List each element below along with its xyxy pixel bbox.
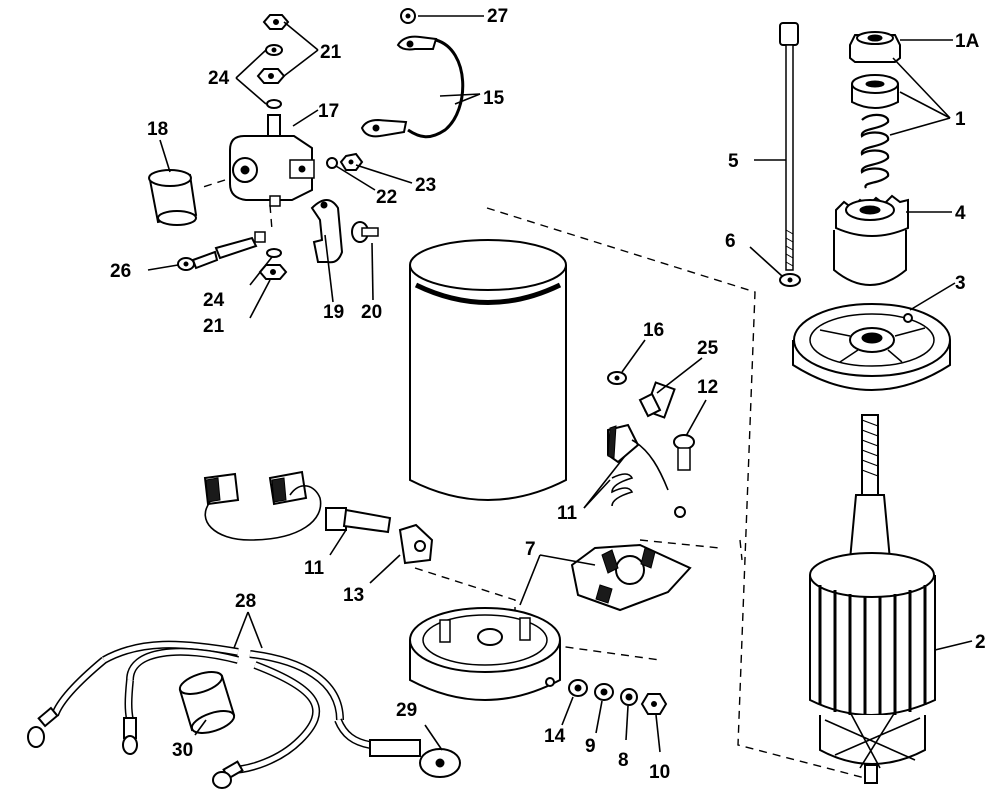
callout-1: 1 [955, 109, 966, 130]
callout-30: 30 [172, 740, 193, 761]
part-nuts-washers-bottom [258, 248, 288, 280]
callout-29: 29 [396, 700, 417, 721]
callout-11-right: 11 [557, 503, 578, 524]
part-screw-12 [673, 434, 695, 471]
part-field-frame-housing [409, 239, 567, 501]
callout-20: 20 [361, 302, 382, 323]
part-washer-16 [607, 371, 627, 385]
callout-19: 19 [323, 302, 344, 323]
part-washer-8 [620, 688, 638, 706]
part-screw-20 [351, 221, 379, 243]
guide-line-brushplate [639, 539, 721, 549]
assembly-guide-lines [199, 179, 866, 779]
part-star-washer [400, 8, 416, 24]
callout-2: 2 [975, 632, 986, 653]
leader-lines [147, 15, 973, 753]
callout-28: 28 [235, 591, 256, 612]
callout-15: 15 [483, 88, 505, 109]
part-brush-spring-right [607, 423, 686, 518]
callout-13: 13 [343, 585, 364, 606]
part-armature [809, 414, 936, 784]
callout-23: 23 [415, 175, 436, 196]
guide-line-short [739, 539, 743, 561]
callout-22: 22 [376, 187, 397, 208]
part-pinion-gear [833, 194, 909, 286]
callout-7: 7 [525, 539, 536, 560]
callout-6: 6 [725, 231, 736, 252]
callout-11-left: 11 [304, 558, 325, 579]
callout-27: 27 [487, 6, 508, 27]
callout-5: 5 [728, 151, 739, 172]
callout-17: 17 [318, 101, 339, 122]
part-end-cap [409, 607, 561, 701]
part-battery-cables [27, 640, 344, 789]
part-spacer [851, 74, 899, 109]
callout-21-bottom: 21 [203, 316, 225, 337]
callout-14: 14 [544, 726, 566, 747]
part-clip [398, 523, 434, 565]
callout-18: 18 [147, 119, 168, 140]
part-brushes-left [203, 470, 392, 541]
part-pinion-nut [849, 31, 901, 63]
part-washer-6 [779, 273, 801, 287]
part-sleeve [178, 671, 236, 734]
guide-line-solenoid [199, 179, 226, 189]
part-terminal-wire [177, 231, 266, 271]
callout-16: 16 [643, 320, 664, 341]
part-brush-plate [570, 543, 692, 612]
part-nut-10 [640, 693, 668, 715]
part-washer-nut-23 [326, 152, 364, 171]
part-through-bolt [779, 22, 799, 271]
part-spring [860, 113, 890, 189]
callout-25: 25 [697, 338, 719, 359]
callout-21-top: 21 [320, 42, 342, 63]
callout-4: 4 [955, 203, 966, 224]
callout-26: 26 [110, 261, 131, 282]
callout-24-bottom: 24 [203, 290, 225, 311]
callout-9: 9 [585, 736, 596, 757]
callout-8: 8 [618, 750, 629, 771]
part-drive-end-frame [792, 303, 951, 391]
part-washer-14 [568, 679, 588, 697]
callout-10: 10 [649, 762, 670, 783]
part-bracket [310, 199, 344, 264]
callout-labels: 27 15 21 24 17 18 22 23 19 20 26 24 21 1… [110, 6, 986, 783]
callout-3: 3 [955, 273, 966, 294]
callout-12: 12 [697, 377, 718, 398]
callout-24-top: 24 [208, 68, 230, 89]
part-washer-9 [594, 683, 614, 701]
guide-line-solenoid-stud [269, 204, 273, 231]
part-nuts-washers-top [256, 14, 290, 109]
part-cable-lead [360, 35, 465, 139]
part-bolt-25 [638, 381, 676, 419]
part-solenoid [229, 114, 315, 207]
callout-1A: 1A [955, 31, 980, 52]
part-boot [148, 169, 198, 226]
part-cable-terminal-29 [334, 718, 461, 778]
guide-line-housing [486, 207, 866, 779]
